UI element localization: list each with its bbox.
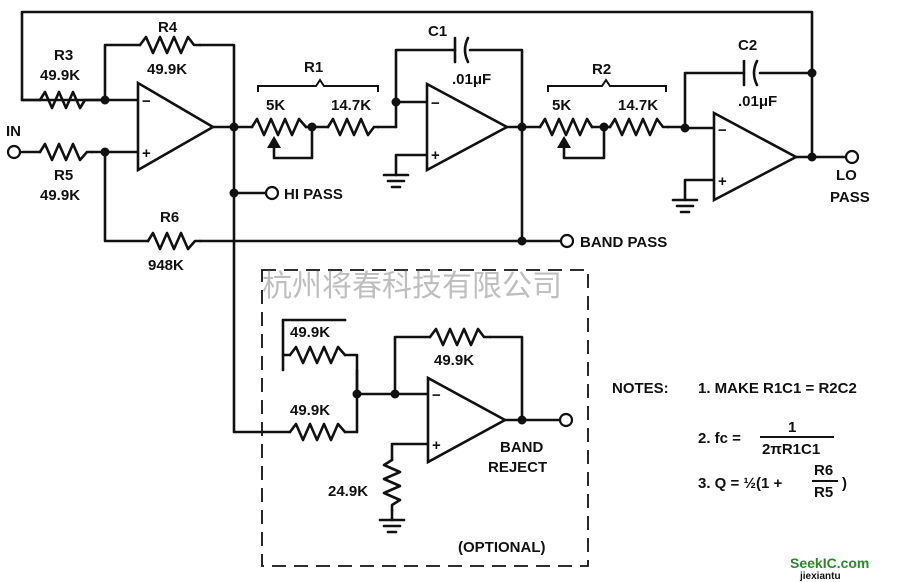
label-optional: (OPTIONAL): [458, 539, 546, 556]
note-3-pre: 3. Q = ½(1 +: [698, 475, 782, 492]
op-amp-2: −+: [425, 81, 510, 173]
svg-text:+: +: [431, 147, 440, 164]
terminal-band-reject: [558, 412, 574, 428]
resistor-r4: [138, 35, 202, 55]
svg-text:+: +: [142, 145, 151, 162]
label-br-fb: 49.9K: [434, 352, 474, 369]
label-hi-pass: HI PASS: [284, 186, 343, 203]
capacitors: [453, 36, 759, 87]
label-r2-fixed: 14.7K: [618, 97, 658, 114]
resistor-br-in: [288, 422, 347, 442]
label-br-top: 49.9K: [290, 324, 330, 341]
resistor-r2-pot: [538, 117, 594, 137]
label-r1: R1: [304, 59, 323, 76]
label-pass: PASS: [830, 189, 870, 206]
label-c2-value: .01μF: [738, 93, 777, 110]
note-3-post: ): [842, 475, 847, 492]
label-r4: R4: [158, 19, 178, 36]
wiper-arrow-r2: [557, 136, 571, 148]
label-r6-value: 948K: [148, 257, 184, 274]
terminal-lo-pass: [844, 149, 860, 165]
watermark-cn: 杭州将春科技有限公司: [262, 269, 562, 304]
capacitor-c2: [742, 59, 759, 87]
label-r2-pot: 5K: [552, 97, 571, 114]
label-c1-value: .01μF: [452, 71, 491, 88]
label-r1-pot: 5K: [266, 97, 285, 114]
resistor-r1-fixed: [326, 117, 380, 137]
labels: IN R3 49.9K R4 49.9K R5 49.9K R6 948K R1…: [6, 19, 870, 556]
junction-dots: [100, 68, 817, 425]
resistor-br-gnd: [382, 458, 402, 512]
bracket-r1: [257, 78, 379, 92]
svg-text:SeekIC.com: SeekIC.com: [790, 555, 869, 571]
label-lo: LO: [836, 167, 857, 184]
op-amp-4: −+: [426, 375, 508, 465]
svg-text:+: +: [718, 173, 727, 190]
label-reject: REJECT: [488, 459, 547, 476]
site-watermark: SeekIC.com jiexiantu: [790, 555, 869, 582]
label-br-in: 49.9K: [290, 402, 330, 419]
resistor-r3: [38, 90, 107, 110]
label-in: IN: [6, 123, 21, 140]
label-r2: R2: [592, 61, 611, 78]
label-c2: C2: [738, 37, 757, 54]
label-r3: R3: [54, 47, 73, 64]
op-amp-3: −+: [712, 110, 799, 203]
label-band: BAND: [500, 439, 543, 456]
resistor-r1-pot: [250, 117, 308, 137]
label-r4-value: 49.9K: [147, 61, 187, 78]
note-2-pre: 2. fc =: [698, 430, 741, 447]
svg-text:−: −: [142, 93, 151, 110]
terminal-band-pass: [559, 233, 575, 249]
note-1: 1. MAKE R1C1 = R2C2: [698, 380, 857, 397]
ground-symbols: [378, 173, 699, 534]
label-br-gnd: 24.9K: [328, 483, 368, 500]
svg-text:+: +: [432, 437, 441, 454]
resistor-r2-fixed: [608, 117, 670, 137]
resistor-br-fb: [428, 327, 492, 347]
svg-text:−: −: [718, 122, 727, 139]
svg-text:jiexiantu: jiexiantu: [799, 571, 841, 582]
capacitor-c1: [453, 36, 470, 64]
note-3-num: R6: [814, 462, 833, 479]
resistor-br-top: [288, 345, 347, 365]
pot-wipers: [267, 136, 571, 148]
resistor-r6: [146, 231, 202, 251]
note-3-den: R5: [814, 484, 833, 501]
label-r1-fixed: 14.7K: [331, 97, 371, 114]
resistors: [20, 35, 670, 512]
wiper-arrow-r1: [267, 136, 281, 148]
note-2-den: 2πR1C1: [762, 441, 820, 458]
label-r3-value: 49.9K: [40, 67, 80, 84]
label-c1: C1: [428, 23, 447, 40]
resistor-r5: [38, 142, 94, 162]
notes-title: NOTES:: [612, 380, 669, 397]
label-band-pass: BAND PASS: [580, 234, 667, 251]
terminal-hi-pass: [264, 185, 280, 201]
note-2-num: 1: [788, 419, 796, 436]
svg-text:−: −: [431, 95, 440, 112]
label-r6: R6: [160, 209, 179, 226]
svg-text:−: −: [432, 387, 441, 404]
op-amp-1: −+: [136, 80, 216, 173]
label-r5-value: 49.9K: [40, 187, 80, 204]
terminal-in: [6, 144, 22, 160]
label-r5: R5: [54, 167, 73, 184]
optional-box: [261, 269, 589, 567]
bracket-r2: [547, 78, 667, 92]
notes: NOTES: 1. MAKE R1C1 = R2C2 2. fc = 1 2πR…: [612, 380, 857, 501]
